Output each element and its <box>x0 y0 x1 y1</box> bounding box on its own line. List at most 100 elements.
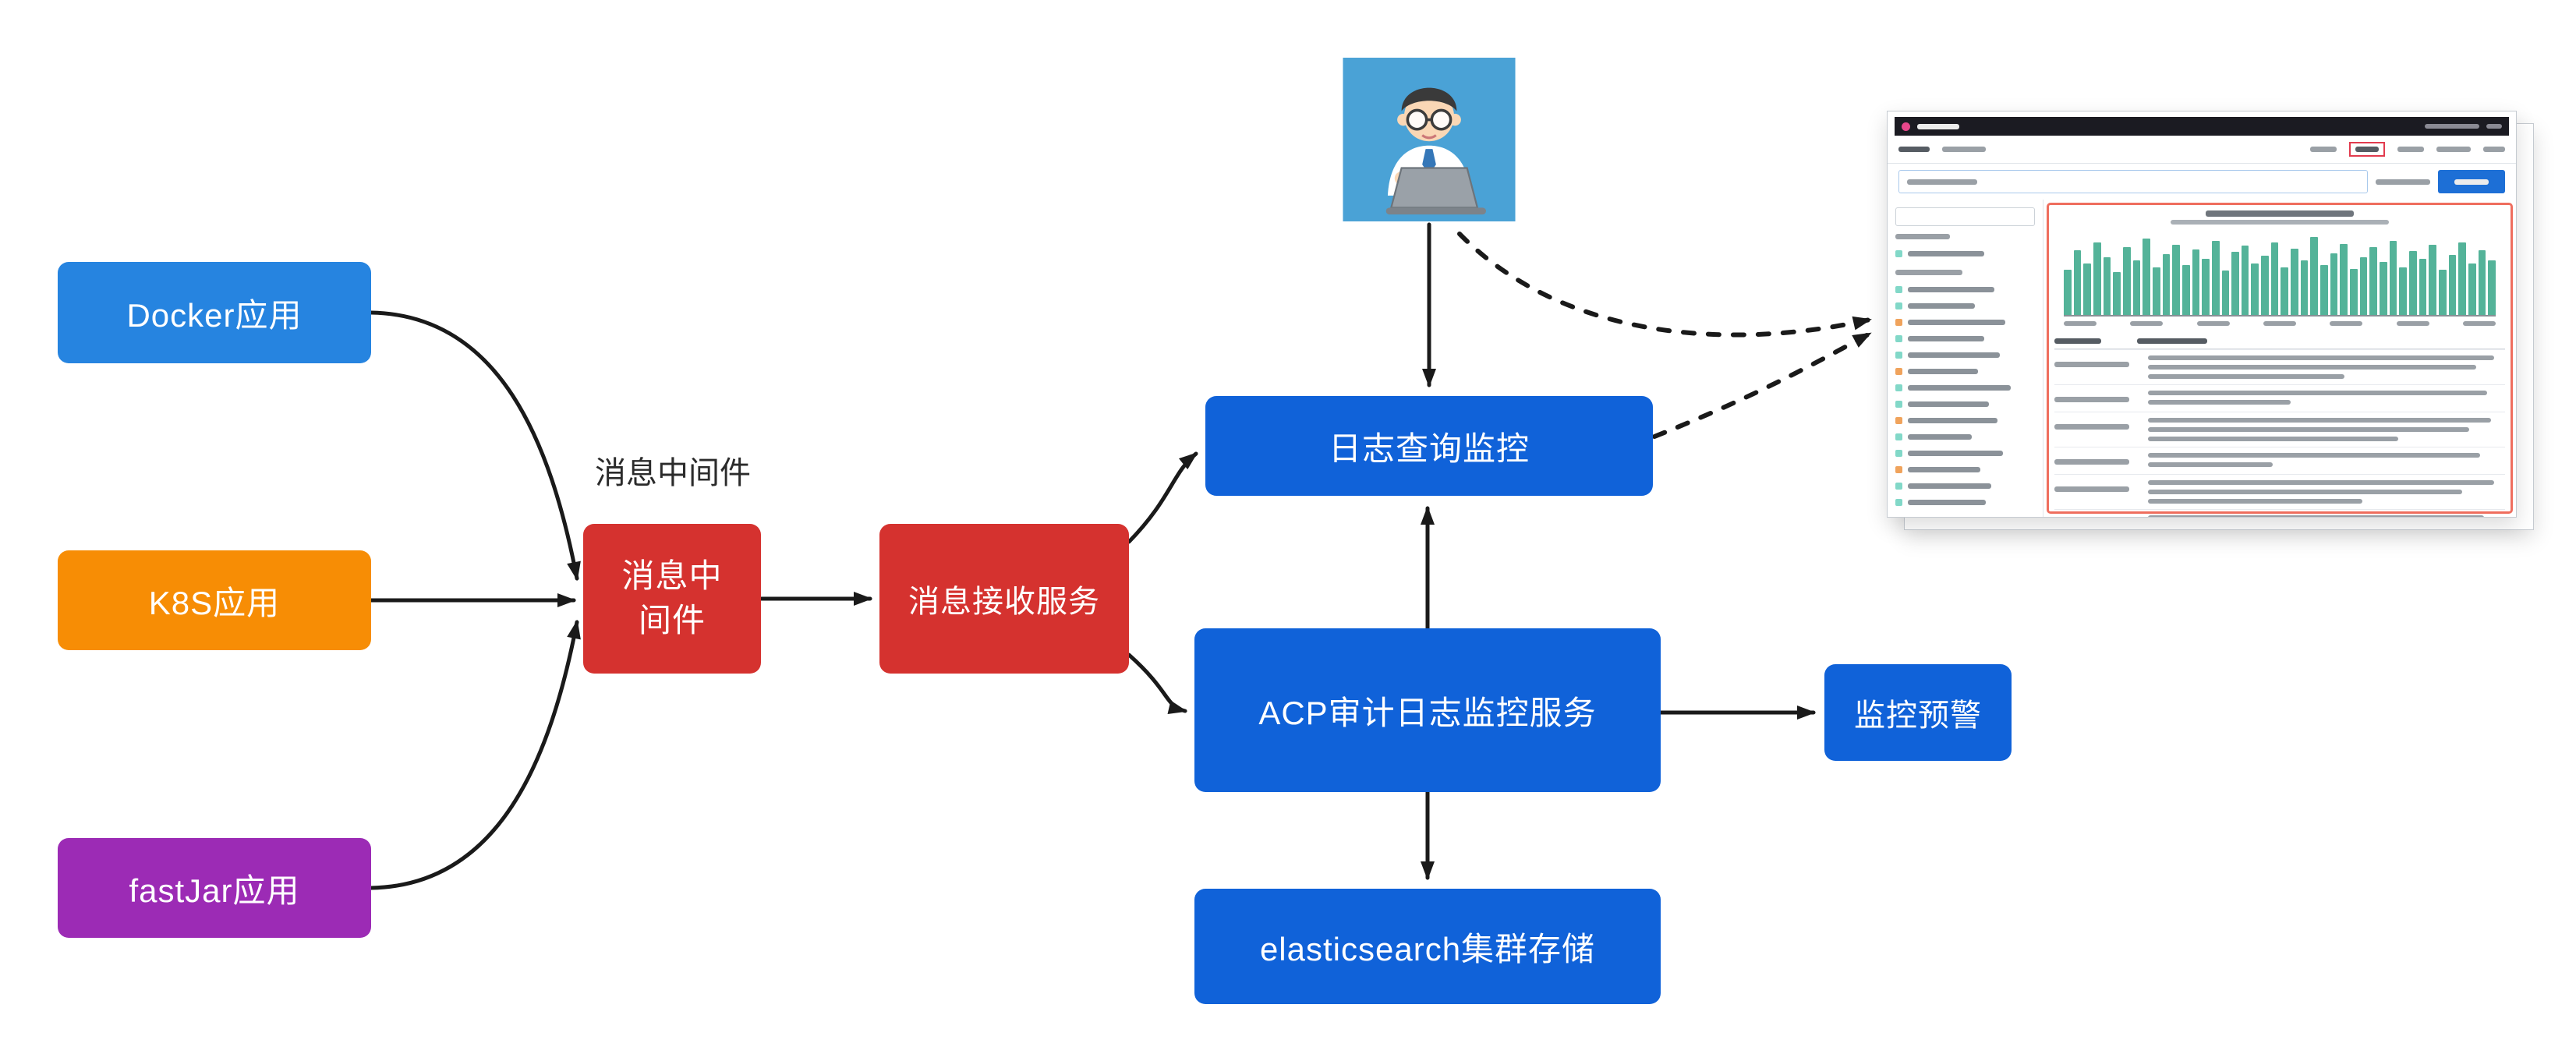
log-text-skeleton <box>2148 480 2495 485</box>
node-fastjar-app-label: fastJar应用 <box>129 872 300 909</box>
field-name-skeleton <box>1908 434 1973 440</box>
log-source-cell <box>2148 391 2505 406</box>
field-type-icon <box>1895 466 1902 473</box>
edge-receiver-to-log-query <box>1127 451 1198 544</box>
kibana-nav-link-skeleton[interactable] <box>2483 147 2505 152</box>
kibana-field-item[interactable] <box>1895 347 2035 363</box>
kibana-nav-link-skeleton[interactable] <box>2310 147 2337 152</box>
node-monitor-alert[interactable]: 监控预警 <box>1824 664 2012 761</box>
histogram-bar <box>2143 239 2150 315</box>
histogram-bar <box>2389 240 2397 315</box>
field-type-icon <box>1895 319 1902 326</box>
kibana-refresh-button[interactable] <box>2438 170 2505 193</box>
log-time-cell <box>2054 453 2148 469</box>
node-acp-audit-log-service-label: ACP审计日志监控服务 <box>1258 694 1597 731</box>
histogram-bar <box>2340 243 2348 315</box>
kibana-screenshot <box>1887 111 2517 518</box>
log-table-row <box>2054 384 2505 412</box>
node-acp-audit-log-service[interactable]: ACP审计日志监控服务 <box>1194 628 1661 792</box>
axis-tick-skeleton <box>2462 321 2496 326</box>
field-type-icon <box>1895 483 1902 490</box>
log-text-skeleton <box>2148 355 2495 360</box>
log-time-cell <box>2054 418 2148 441</box>
kibana-nav-link-skeleton[interactable] <box>2436 147 2471 152</box>
field-name-skeleton <box>1908 303 1975 309</box>
log-time-skeleton <box>2054 397 2129 402</box>
histogram-bar <box>2152 267 2160 315</box>
histogram-bar <box>2408 251 2417 315</box>
field-name-skeleton <box>1908 352 2001 358</box>
node-fastjar-app[interactable]: fastJar应用 <box>58 838 371 938</box>
log-time-skeleton <box>2054 424 2129 430</box>
kibana-field-item[interactable] <box>1895 281 2035 298</box>
field-name-skeleton <box>1908 336 1985 341</box>
mq-caption: 消息中间件 <box>595 456 751 490</box>
node-k8s-app[interactable]: K8S应用 <box>58 550 371 650</box>
kibana-field-item[interactable] <box>1895 494 2035 511</box>
kibana-selected-field-item[interactable] <box>1895 246 2035 262</box>
node-message-receiver[interactable]: 消息接收服务 <box>879 524 1129 674</box>
axis-tick-skeleton <box>2330 321 2363 326</box>
kibana-field-item[interactable] <box>1895 363 2035 380</box>
histogram-bar <box>2132 260 2141 315</box>
histogram-bar <box>2064 269 2072 315</box>
histogram-bar <box>2320 265 2328 315</box>
histogram-bar <box>2113 271 2121 315</box>
node-docker-app-label: Docker应用 <box>126 296 303 334</box>
histogram-bar <box>2438 269 2447 315</box>
histogram-bar <box>2350 268 2358 315</box>
node-elasticsearch-cluster[interactable]: elasticsearch集群存储 <box>1194 889 1661 1004</box>
kibana-field-item[interactable] <box>1895 462 2035 478</box>
kibana-nav-text-skeleton <box>1942 147 1986 152</box>
log-text-skeleton <box>2148 427 2470 432</box>
field-name-skeleton <box>1908 251 1985 256</box>
kibana-logo-icon <box>1902 122 1910 131</box>
kibana-refresh-button-skeleton <box>2454 179 2489 185</box>
kibana-search-input[interactable] <box>1898 170 2368 193</box>
kibana-field-item[interactable] <box>1895 412 2035 429</box>
log-time-cell <box>2054 391 2148 406</box>
kibana-body <box>1888 200 2516 517</box>
edge-log-query-to-kibana-dashed <box>1652 331 1872 439</box>
kibana-topbar-text-skeleton <box>2425 124 2479 129</box>
kibana-nav-link-skeleton[interactable] <box>2397 147 2424 152</box>
kibana-field-item[interactable] <box>1895 298 2035 314</box>
kibana-field-item[interactable] <box>1895 380 2035 396</box>
kibana-highlighted-time-option[interactable] <box>2349 142 2385 157</box>
kibana-highlighted-time-option-skeleton <box>2355 147 2379 152</box>
log-source-cell <box>2148 355 2505 379</box>
field-name-skeleton <box>1908 401 1989 407</box>
histogram-bar <box>2172 244 2180 315</box>
field-name-skeleton <box>1908 287 1994 292</box>
histogram-bar <box>2380 262 2387 315</box>
kibana-field-item[interactable] <box>1895 478 2035 494</box>
log-source-cell <box>2148 515 2505 517</box>
field-name-skeleton <box>1908 385 2012 391</box>
kibana-histogram-axis-ticks <box>2064 321 2496 326</box>
histogram-bar <box>2221 270 2230 315</box>
histogram-bar <box>2093 242 2101 315</box>
kibana-field-item[interactable] <box>1895 429 2035 445</box>
histogram-bar <box>2419 258 2427 315</box>
kibana-field-item[interactable] <box>1895 331 2035 347</box>
log-text-skeleton <box>2148 453 2480 458</box>
kibana-available-fields-label-skeleton <box>1895 270 1962 275</box>
node-elasticsearch-cluster-label: elasticsearch集群存储 <box>1259 930 1596 967</box>
node-log-query-monitor[interactable]: 日志查询监控 <box>1205 396 1653 496</box>
histogram-bar <box>2261 255 2269 315</box>
kibana-field-item[interactable] <box>1895 314 2035 331</box>
kibana-search-row <box>1888 164 2516 200</box>
kibana-field-filter-input[interactable] <box>1895 207 2035 226</box>
log-time-cell <box>2054 515 2148 517</box>
kibana-field-item[interactable] <box>1895 445 2035 462</box>
node-message-queue[interactable]: 消息中间件 <box>583 524 761 674</box>
field-name-skeleton <box>1908 320 2006 325</box>
histogram-bar <box>2399 267 2407 315</box>
log-text-skeleton <box>2148 365 2477 370</box>
user-avatar-icon <box>1343 58 1516 221</box>
node-docker-app[interactable]: Docker应用 <box>58 262 371 363</box>
log-text-skeleton <box>2148 462 2273 467</box>
field-name-skeleton <box>1908 483 1992 489</box>
log-source-cell <box>2148 453 2505 469</box>
kibana-field-item[interactable] <box>1895 396 2035 412</box>
